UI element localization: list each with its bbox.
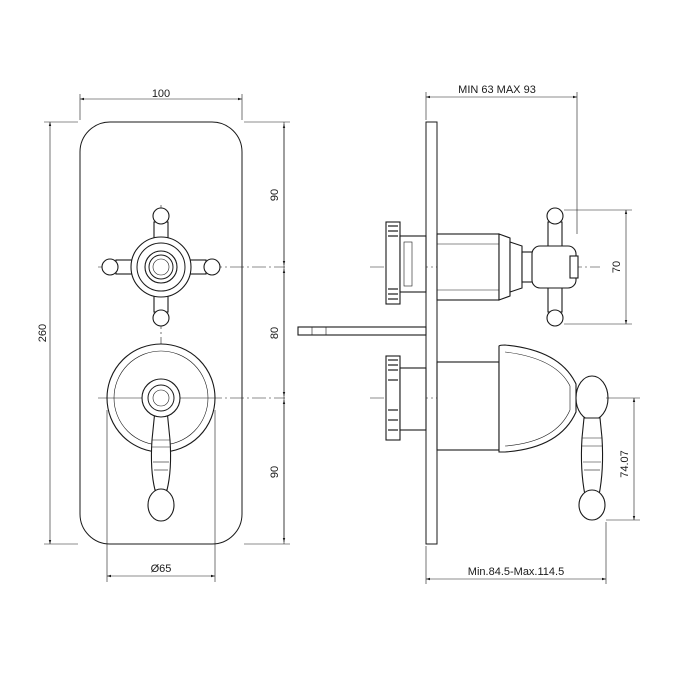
depth-label: MIN 63 MAX 93	[458, 84, 536, 96]
cross-handle	[101, 207, 221, 327]
upper-spacing-label: 90	[269, 189, 281, 201]
diameter-label: Ø65	[151, 563, 172, 575]
upper-spindle	[436, 207, 579, 327]
projection-label: Min.84.5-Max.114.5	[468, 566, 564, 578]
handle-dimension: 70	[564, 209, 632, 325]
width-dimension: 100	[79, 88, 243, 120]
lever-handle	[106, 343, 216, 522]
lever-dimension: 74.07	[606, 397, 640, 521]
supply-rod	[297, 326, 427, 336]
front-plate	[79, 121, 243, 545]
middle-spacing-label: 80	[269, 327, 281, 339]
side-view: MIN 63 MAX 93 70 74.07 Min.84.5-Max.114.…	[297, 84, 640, 584]
upper-valve-body	[385, 221, 427, 305]
lever-label: 74.07	[619, 450, 631, 478]
diameter-dimension: Ø65	[106, 410, 216, 582]
lower-valve-body	[385, 355, 427, 441]
spacing-dimensions: 90 80 90	[244, 121, 290, 545]
width-label: 100	[152, 88, 170, 100]
height-dimension: 260	[37, 121, 78, 545]
lower-lever-side	[436, 344, 609, 521]
front-view: 100 260 90 80 90 Ø65	[37, 88, 290, 582]
handle-label: 70	[611, 261, 623, 273]
height-label: 260	[37, 324, 49, 342]
side-plate	[425, 121, 438, 545]
depth-dimension: MIN 63 MAX 93	[425, 84, 578, 234]
lower-spacing-label: 90	[269, 466, 281, 478]
projection-dimension: Min.84.5-Max.114.5	[425, 522, 607, 584]
